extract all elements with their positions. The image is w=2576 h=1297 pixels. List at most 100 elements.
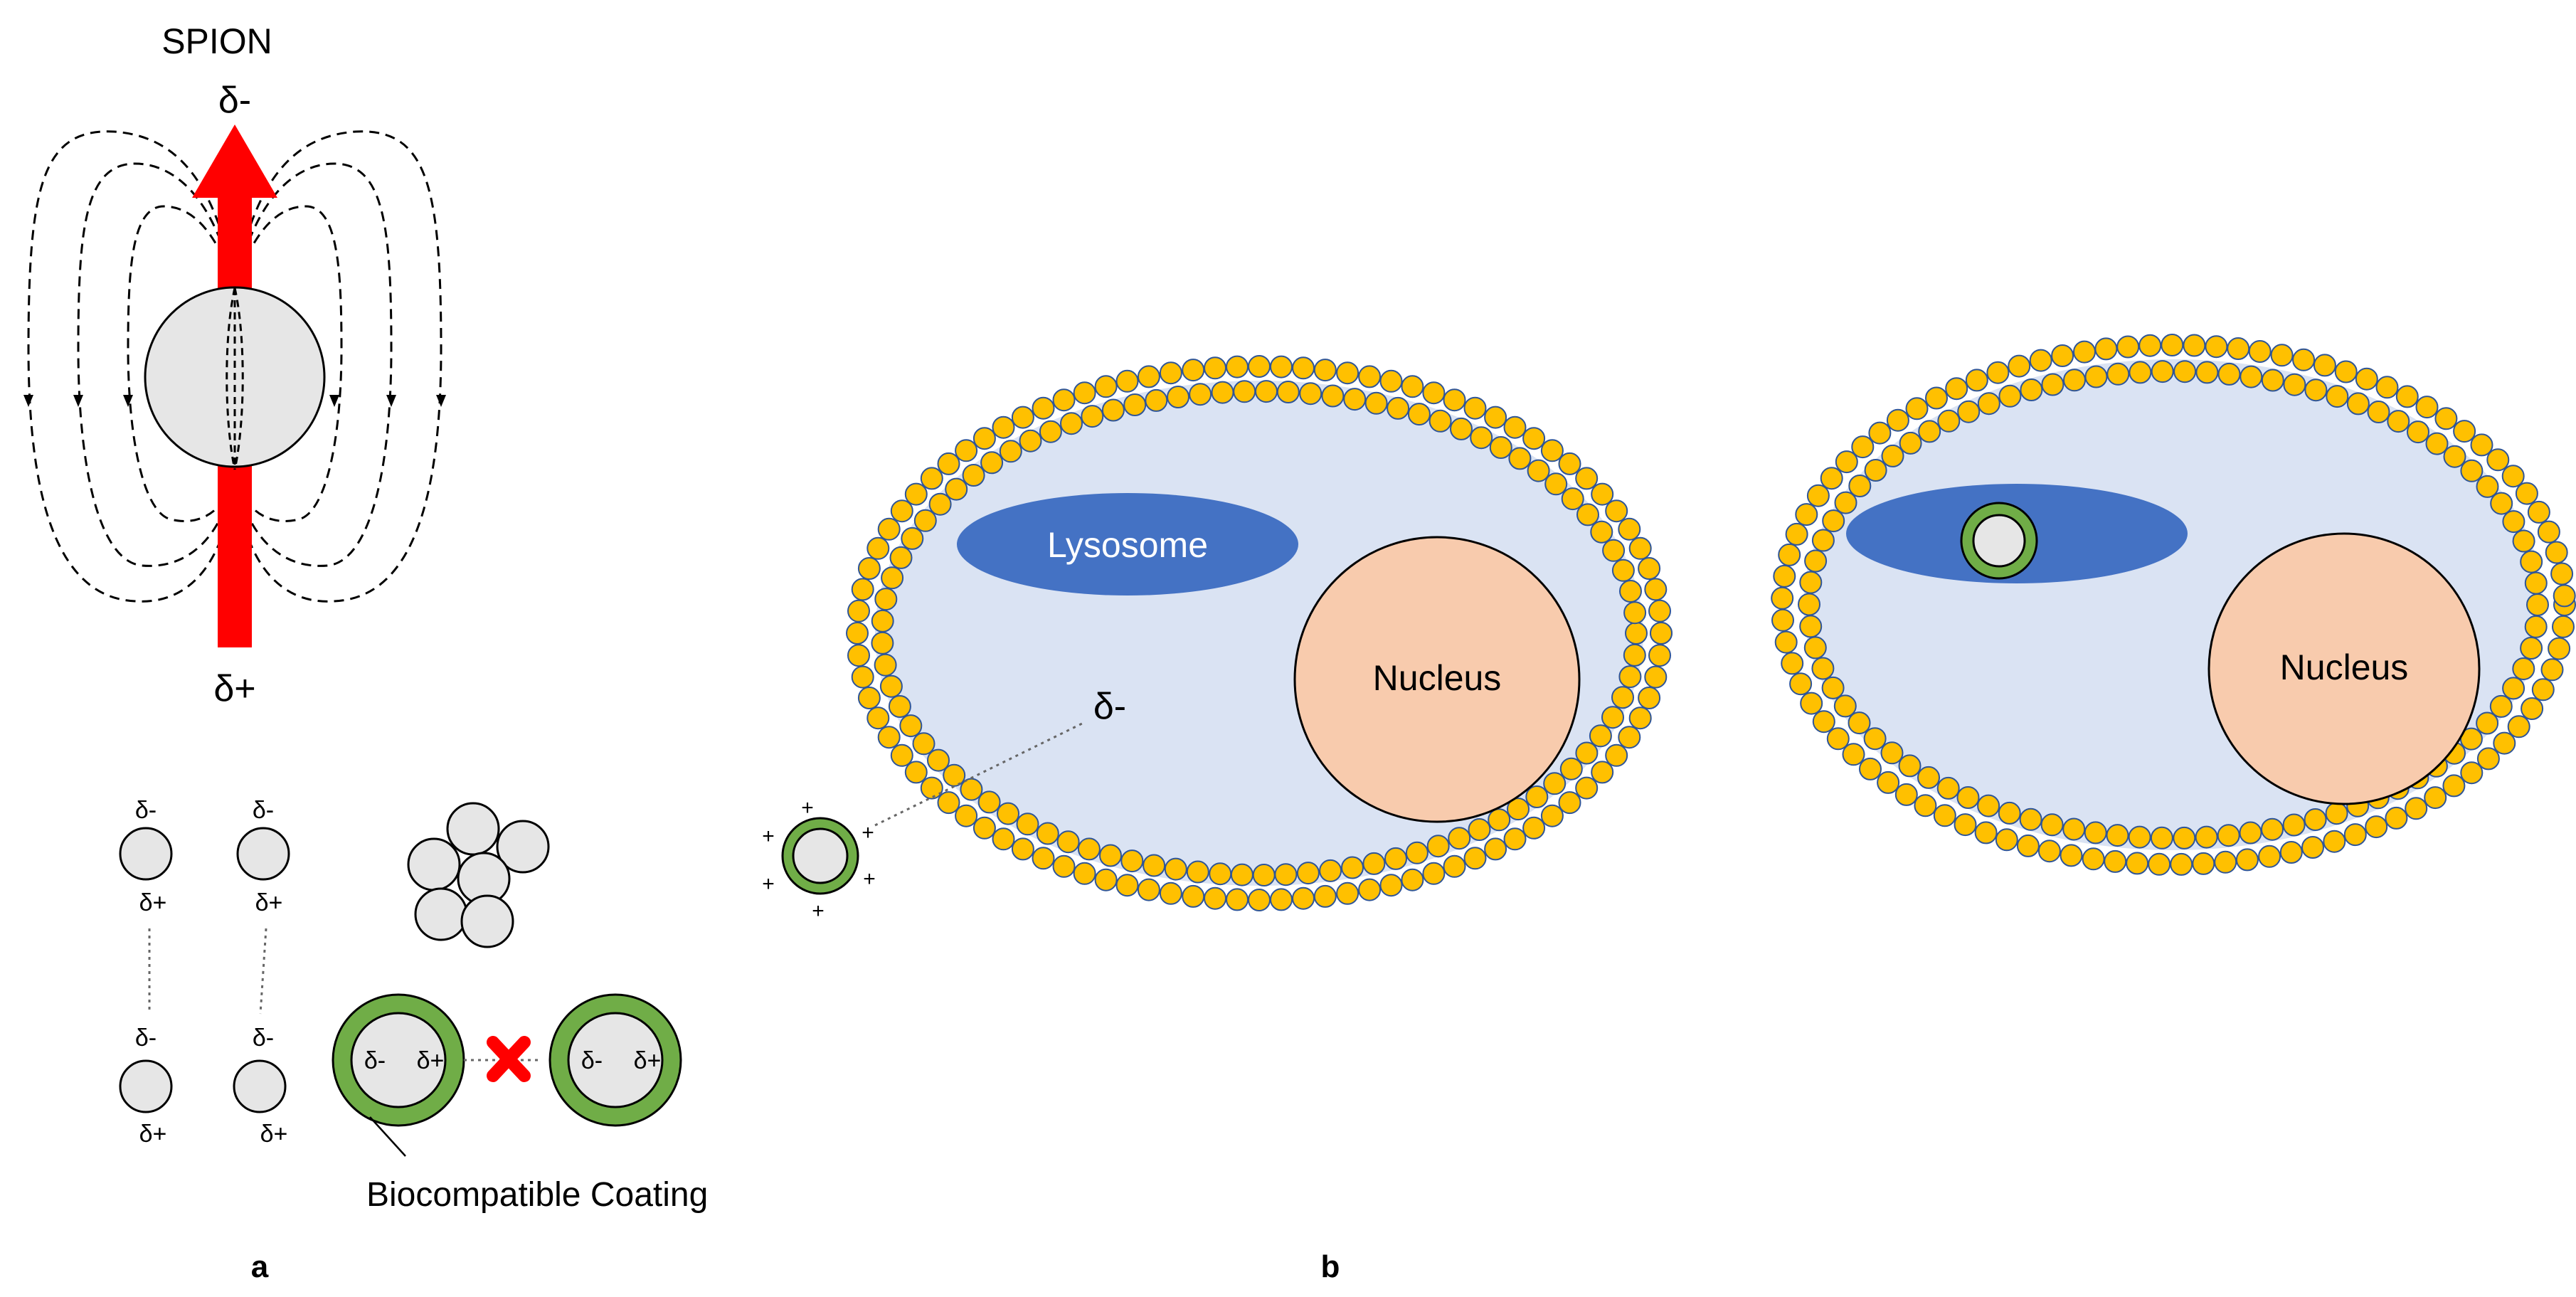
lipid-head (2173, 826, 2196, 849)
lipid-head (2214, 850, 2237, 874)
aggregate-particle (407, 837, 461, 891)
lipid-head (1644, 578, 1668, 601)
lysosome (957, 493, 1298, 595)
lipid-head (1623, 643, 1646, 667)
lipid-head (2425, 432, 2449, 455)
lipid-head (2415, 396, 2439, 419)
lipid-head (2195, 361, 2219, 384)
lipid-head (1299, 382, 1323, 406)
lipid-head (1137, 878, 1160, 901)
lipid-head (1835, 450, 1858, 474)
lipid-head (1364, 391, 1388, 415)
lipid-head (1936, 776, 1960, 800)
lipid-head (1898, 754, 1922, 778)
lipid-head (1559, 757, 1583, 780)
lipid-head (1826, 727, 1850, 751)
lipid-head (1379, 874, 1403, 897)
lipid-head (2020, 378, 2043, 401)
lipid-head (879, 674, 903, 698)
lipid-head (1405, 841, 1429, 864)
lipid-head (1602, 539, 1626, 562)
lipid-head (1917, 766, 1940, 789)
lipid-head (1463, 396, 1487, 420)
lipid-head (1605, 743, 1628, 767)
lipid-head (1507, 798, 1530, 821)
lipid-head (960, 778, 983, 801)
lipid-head (1785, 522, 1808, 546)
lipid-head (1842, 743, 1865, 766)
lipid-head (937, 452, 960, 475)
dipole-link (259, 928, 267, 1015)
field-line-right-outer (233, 130, 442, 603)
lipid-head (2367, 401, 2390, 423)
lipid-head (2261, 817, 2284, 841)
lipid-head (2235, 848, 2259, 872)
lipid-head (2493, 731, 2516, 755)
field-line-left-outer (27, 130, 236, 603)
lipid-head (877, 517, 901, 541)
aggregate-particle (414, 887, 468, 941)
lipid-head (1558, 791, 1581, 815)
lipid-head (1358, 365, 1382, 388)
lipid-head (2395, 385, 2419, 408)
attraction-link (874, 721, 1086, 827)
lipid-head (1648, 599, 1671, 623)
lipid-head (962, 464, 985, 487)
lipid-head (1209, 862, 1232, 886)
lipid-head (1182, 359, 1205, 382)
magnetic-field-lines (27, 130, 442, 603)
lipid-head (2106, 824, 2129, 847)
lipid-head (1143, 854, 1166, 877)
lipid-head (1618, 517, 1641, 541)
lipid-head (912, 732, 935, 756)
lipid-head (2292, 348, 2316, 371)
lipid-head (2051, 344, 2074, 367)
coating-label-leader (369, 1116, 406, 1157)
lipid-head (1575, 741, 1599, 765)
lipid-head (2385, 806, 2408, 830)
pole-bottom-label: δ+ (213, 668, 255, 709)
small-particle (119, 827, 173, 881)
lipid-head (1591, 761, 1614, 784)
charge-label: δ- (253, 797, 274, 824)
lipid-head (1623, 601, 1647, 625)
lipid-head (980, 451, 1004, 475)
lipid-head (1274, 863, 1298, 886)
lipid-head (1540, 439, 1564, 462)
lipid-head (2527, 500, 2550, 524)
lipid-head (851, 665, 874, 689)
lipid-head (2116, 335, 2140, 359)
lipid-head (955, 804, 978, 827)
membrane-inner (1798, 360, 2549, 849)
lipid-head (847, 644, 870, 667)
lipid-head (2041, 373, 2064, 396)
lipid-head (1544, 472, 1568, 496)
lipid-head (1543, 772, 1567, 795)
lipid-head (2521, 697, 2544, 720)
panel-b: Lysosome Nucleus δ- + + + + + + Nucle (762, 334, 2576, 1284)
lipid-head (1204, 356, 1226, 380)
positive-charge: + (762, 825, 775, 848)
lipid-head (2531, 678, 2555, 702)
lipid-head (2217, 362, 2241, 386)
lipid-head (2282, 813, 2306, 837)
lipid-head (2084, 821, 2107, 845)
lipid-head (1575, 776, 1599, 800)
lipid-head (1422, 862, 1446, 885)
coated-core (567, 1012, 664, 1108)
lipid-head (1276, 381, 1300, 403)
lipid-head (1914, 794, 1937, 817)
lipid-head (2476, 711, 2499, 735)
lipid-head (1811, 529, 1835, 552)
lipid-head (2094, 337, 2118, 361)
lipid-head (1957, 400, 1981, 423)
lipid-head (2150, 826, 2173, 849)
aggregate-particle (496, 820, 550, 874)
lipid-head (1881, 444, 1904, 467)
lipid-head (1789, 672, 1813, 696)
lipid-head (1189, 383, 1212, 406)
charge-label: δ+ (417, 1047, 445, 1074)
lipid-head (2227, 337, 2250, 360)
lipid-head (2489, 694, 2513, 718)
lipid-head (1115, 874, 1139, 897)
